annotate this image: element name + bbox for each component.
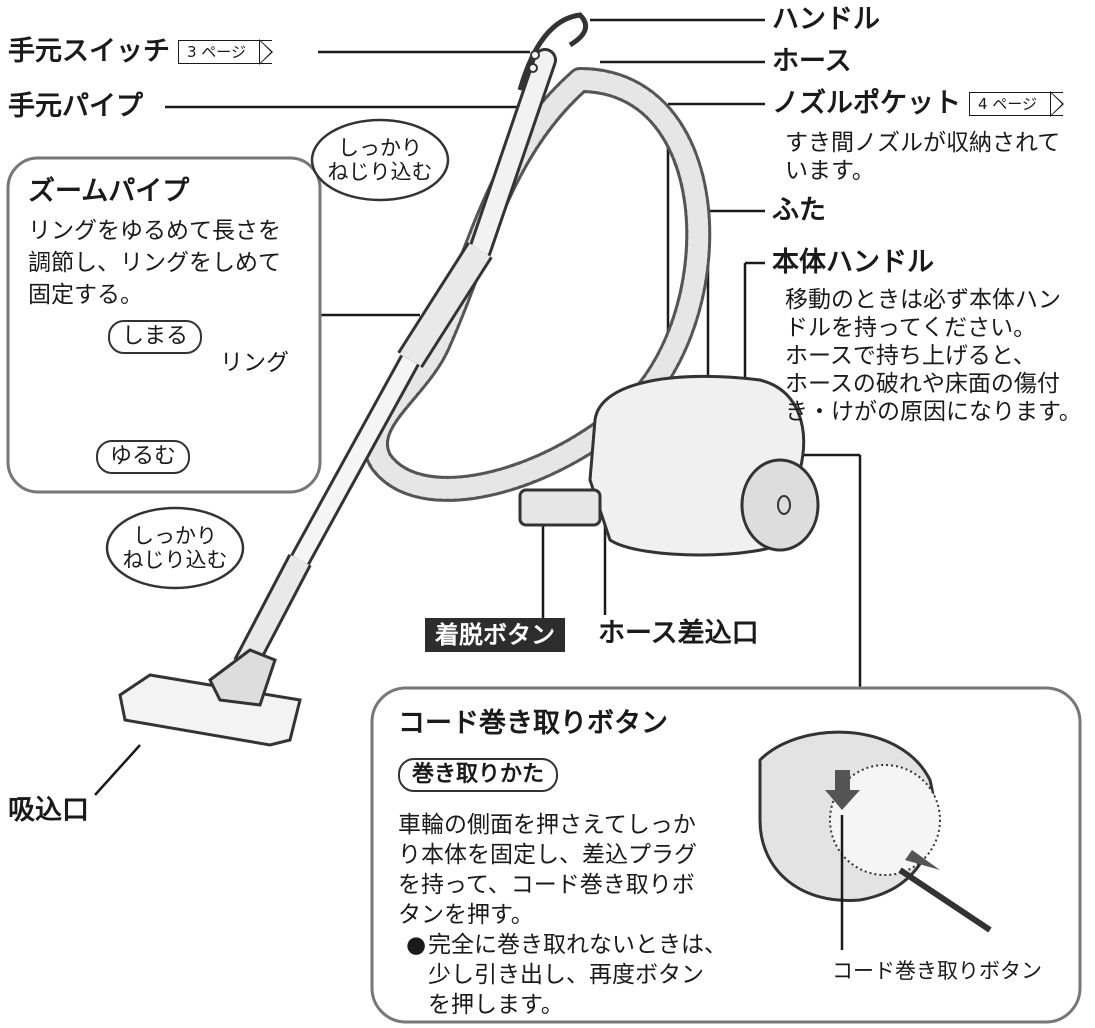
loosen-label: ゆるむ <box>96 440 191 474</box>
hose-label: ホース <box>772 46 852 77</box>
inlet-label: 吸込口 <box>8 795 89 826</box>
release-button-label: 着脱ボタン <box>425 618 565 652</box>
cord-step-4: タンを押す。 <box>398 902 534 928</box>
cord-rewind-button-label: コード巻き取りボタン <box>832 959 1042 983</box>
cord-note-1: 完全に巻き取れないときは、 <box>428 932 727 958</box>
twist-bubble-bottom-text: しっかり ねじり込む <box>117 524 233 572</box>
hand-switch-page-ref: 3 ページ <box>178 39 274 65</box>
twist-top-line-1: しっかり <box>338 136 422 160</box>
how-to-label: 巻き取りかた <box>398 758 559 792</box>
handle-label: ハンドル <box>772 4 880 35</box>
twist-bottom-line-1: しっかり <box>133 524 217 548</box>
twist-bubble-top-text: しっかり ねじり込む <box>322 136 438 184</box>
hand-pipe-label: 手元パイプ <box>8 91 143 122</box>
floor-nozzle-icon <box>118 648 302 747</box>
cord-note-2: 少し引き出し、再度ボタン <box>428 962 704 988</box>
twist-bubble-top <box>310 118 450 202</box>
cord-rewind-illustration <box>758 730 992 950</box>
lid-label: ふた <box>772 195 826 226</box>
cord-step-1: 車輪の側面を押さえてしっか <box>398 812 696 838</box>
cord-step-2: り本体を固定し、差込プラグ <box>398 842 697 868</box>
ring-label: リング <box>220 350 289 376</box>
hand-switch-text: 手元スイッチ <box>8 36 170 67</box>
pipe-icon <box>233 12 589 672</box>
body-handle-label: 本体ハンドル <box>772 247 934 278</box>
body-handle-desc-2: ドルを持ってください。 <box>785 315 1037 341</box>
tighten-label: しまる <box>108 320 203 354</box>
cord-note-3: を押します。 <box>428 992 564 1018</box>
body-handle-desc-4: ホースの破れや床面の傷付 <box>785 371 1060 397</box>
zoom-pipe-desc-1: リングをゆるめて長さを <box>28 218 281 244</box>
cord-note-bullet: ● <box>406 932 427 958</box>
hand-switch-label: 手元スイッチ 3 ページ <box>8 36 274 68</box>
cord-rewind-title: コード巻き取りボタン <box>398 708 668 739</box>
vacuum-body-icon <box>518 374 820 557</box>
zoom-pipe-desc-2: 調節し、リングをしめて <box>28 250 281 276</box>
nozzle-pocket-page-ref: 4 ページ <box>969 91 1065 117</box>
cord-step-3: を持って、コード巻き取りボ <box>398 872 695 898</box>
twist-bubble-bottom <box>105 506 245 590</box>
zoom-pipe-desc-3: 固定する。 <box>28 282 143 308</box>
twist-top-line-2: ねじり込む <box>327 160 433 184</box>
zoom-pipe-title: ズームパイプ <box>28 176 190 207</box>
nozzle-pocket-desc-2: います。 <box>785 158 875 184</box>
nozzle-pocket-label: ノズルポケット 4 ページ <box>772 88 1065 120</box>
body-handle-desc-3: ホースで持ち上げると、 <box>785 343 1036 369</box>
hose-port-label: ホース差込口 <box>598 618 759 649</box>
nozzle-pocket-text: ノズルポケット <box>772 88 961 119</box>
body-handle-desc-5: き・けがの原因になります。 <box>785 399 1082 425</box>
body-handle-desc-1: 移動のときは必ず本体ハン <box>785 287 1061 313</box>
nozzle-pocket-desc-1: すき間ノズルが収納されて <box>785 130 1061 156</box>
twist-bottom-line-2: ねじり込む <box>122 548 228 572</box>
